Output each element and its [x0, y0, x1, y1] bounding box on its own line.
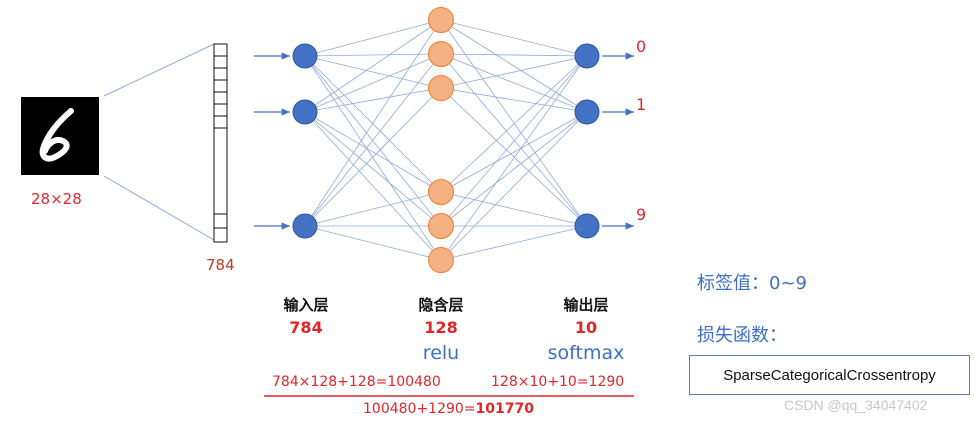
- edge-hidden-output: [440, 19, 588, 113]
- input-layer-name: 输入层: [283, 296, 329, 314]
- loss-function-name: SparseCategoricalCrossentropy: [723, 366, 936, 384]
- vector-cell: [213, 115, 228, 129]
- vector-cell: [213, 91, 228, 105]
- output-neuron: [574, 43, 600, 69]
- edge-hidden-output: [440, 87, 588, 227]
- total-params-prefix: 100480+1290=: [363, 401, 476, 417]
- edge-hidden-output: [440, 55, 588, 261]
- hidden-neuron: [428, 41, 454, 67]
- loss-function-title: 损失函数：: [697, 325, 787, 346]
- hidden-activation: relu: [422, 342, 460, 364]
- output-label-9: 9: [636, 205, 647, 224]
- vector-cell: [213, 213, 228, 229]
- edge-hidden-output: [440, 19, 588, 57]
- hidden-params-formula: 784×128+128=100480: [272, 374, 441, 390]
- output-label-1: 1: [636, 95, 647, 114]
- hidden-neuron: [428, 75, 454, 101]
- vector-cell: [213, 67, 228, 81]
- edge-hidden-output: [440, 225, 588, 261]
- edge-input-hidden: [304, 191, 442, 227]
- edge-input-hidden: [304, 55, 442, 261]
- input-neuron: [292, 43, 318, 69]
- vector-cell-ellipsis: [213, 127, 228, 215]
- vector-cell: [213, 55, 228, 69]
- edge-input-hidden: [304, 87, 442, 227]
- edge-input-hidden: [304, 87, 442, 113]
- edge-input-hidden: [304, 55, 442, 193]
- hidden-neuron: [428, 179, 454, 205]
- handwritten-digit-six: [39, 108, 74, 162]
- projection-line-top: [103, 43, 215, 97]
- edge-input-hidden: [304, 53, 442, 113]
- total-params-formula: 100480+1290=101770: [363, 401, 534, 417]
- vector-cell: [213, 103, 228, 117]
- edge-input-hidden: [304, 111, 442, 261]
- vector-cell: [213, 43, 228, 57]
- edge-input-hidden: [304, 111, 442, 193]
- output-params-formula: 128×10+10=1290: [491, 374, 625, 390]
- vector-cell: [213, 79, 228, 93]
- neuron-nodes: [292, 7, 600, 273]
- output-activation: softmax: [547, 342, 625, 364]
- edge-hidden-output: [440, 111, 588, 261]
- output-neuron: [574, 99, 600, 125]
- edge-input-hidden: [304, 19, 442, 57]
- edge-input-hidden: [304, 225, 442, 261]
- csdn-watermark: CSDN @qq_34047402: [784, 397, 928, 413]
- input-size-label: 28×28: [31, 190, 82, 208]
- edge-input-hidden: [304, 53, 442, 57]
- output-neuron: [574, 213, 600, 239]
- output-layer-count: 10: [574, 318, 598, 337]
- edge-hidden-output: [440, 53, 588, 57]
- hidden-neuron: [428, 213, 454, 239]
- vector-size-label: 784: [206, 256, 235, 274]
- edge-hidden-output: [440, 55, 588, 193]
- connection-lines: [304, 19, 588, 261]
- flattened-vector: [103, 43, 228, 243]
- hidden-neuron: [428, 7, 454, 33]
- edge-hidden-output: [440, 111, 588, 227]
- projection-line-bottom: [103, 175, 215, 241]
- edge-hidden-output: [440, 87, 588, 113]
- hidden-layer-count: 128: [424, 318, 458, 337]
- input-neuron: [292, 213, 318, 239]
- label-values-text: 标签值：0~9: [697, 273, 807, 294]
- edge-input-hidden: [304, 19, 442, 227]
- output-label-0: 0: [636, 37, 647, 56]
- vector-cell: [213, 227, 228, 243]
- hidden-neuron: [428, 247, 454, 273]
- edge-hidden-output: [440, 55, 588, 227]
- input-digit-image: [21, 97, 99, 175]
- input-layer-count: 784: [289, 318, 323, 337]
- edge-hidden-output: [440, 55, 588, 89]
- hidden-layer-name: 隐含层: [418, 296, 464, 314]
- io-arrows: [254, 52, 634, 230]
- output-layer-name: 输出层: [563, 296, 609, 314]
- edge-input-hidden: [304, 53, 442, 227]
- total-params-value: 101770: [475, 401, 534, 417]
- edge-hidden-output: [440, 53, 588, 113]
- edge-hidden-output: [440, 111, 588, 193]
- edge-input-hidden: [304, 19, 442, 113]
- input-neuron: [292, 99, 318, 125]
- loss-function-box: SparseCategoricalCrossentropy: [689, 355, 970, 395]
- edge-input-hidden: [304, 111, 442, 227]
